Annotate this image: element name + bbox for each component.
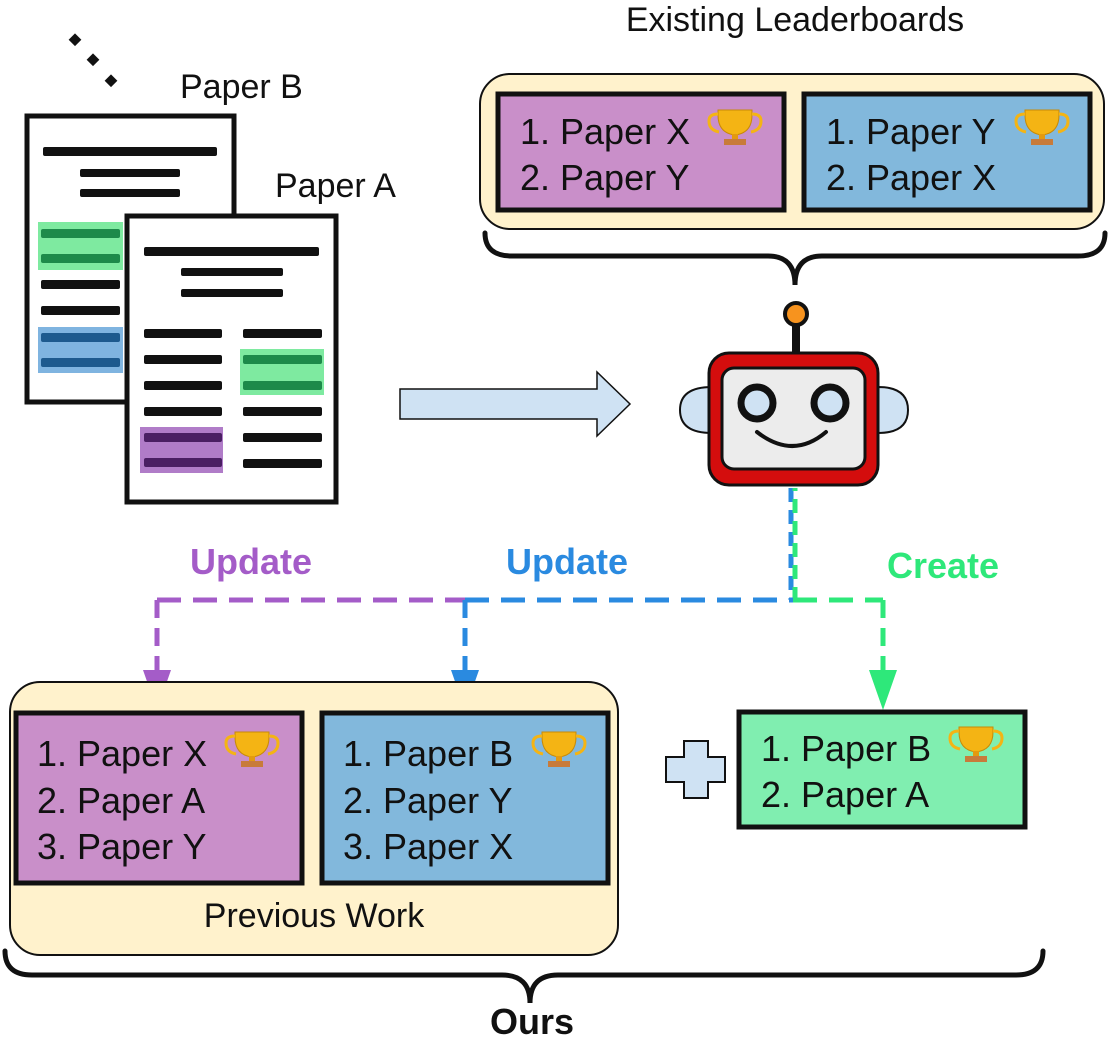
ellipsis-dots — [68, 33, 118, 88]
brace-ours — [2, 948, 1046, 1004]
ours-label: Ours — [490, 1001, 574, 1039]
existing-board-1: 1. Paper X 2. Paper Y — [495, 91, 787, 213]
existing-board-1-entry-1: 1. Paper X — [520, 111, 690, 152]
existing-board-2-entry-1: 1. Paper Y — [826, 111, 995, 152]
create-label: Create — [887, 545, 999, 586]
previous-board-1: 1. Paper X 2. Paper A 3. Paper Y — [13, 710, 305, 886]
existing-board-2-entry-2: 2. Paper X — [826, 157, 996, 198]
plus-icon — [665, 740, 726, 799]
new-board-entry-1: 1. Paper B — [761, 728, 931, 769]
previous-board-1-entry-1: 1. Paper X — [37, 733, 207, 774]
document-paper-a — [124, 213, 339, 505]
existing-board-1-entry-2: 2. Paper Y — [520, 157, 689, 198]
update-label-blue: Update — [506, 541, 628, 582]
previous-board-2: 1. Paper B 2. Paper Y 3. Paper X — [319, 710, 611, 886]
previous-board-2-entry-2: 2. Paper Y — [343, 780, 512, 821]
new-board: 1. Paper B 2. Paper A — [736, 709, 1028, 830]
update-label-purple: Update — [190, 541, 312, 582]
existing-leaderboards-title: Existing Leaderboards — [626, 1, 964, 39]
new-board-entry-2: 2. Paper A — [761, 774, 929, 815]
paper-a-label: Paper A — [275, 167, 396, 205]
previous-board-2-entry-3: 3. Paper X — [343, 826, 513, 867]
brace-existing — [482, 230, 1108, 286]
previous-work-label: Previous Work — [204, 897, 425, 935]
existing-board-2: 1. Paper Y 2. Paper X — [801, 91, 1093, 213]
previous-board-2-entry-1: 1. Paper B — [343, 733, 513, 774]
robot-icon — [678, 301, 910, 487]
previous-board-1-entry-2: 2. Paper A — [37, 780, 205, 821]
arrow-right-icon — [399, 370, 632, 438]
connector-lines — [143, 488, 897, 710]
previous-board-1-entry-3: 3. Paper Y — [37, 826, 206, 867]
paper-b-label: Paper B — [180, 68, 303, 106]
